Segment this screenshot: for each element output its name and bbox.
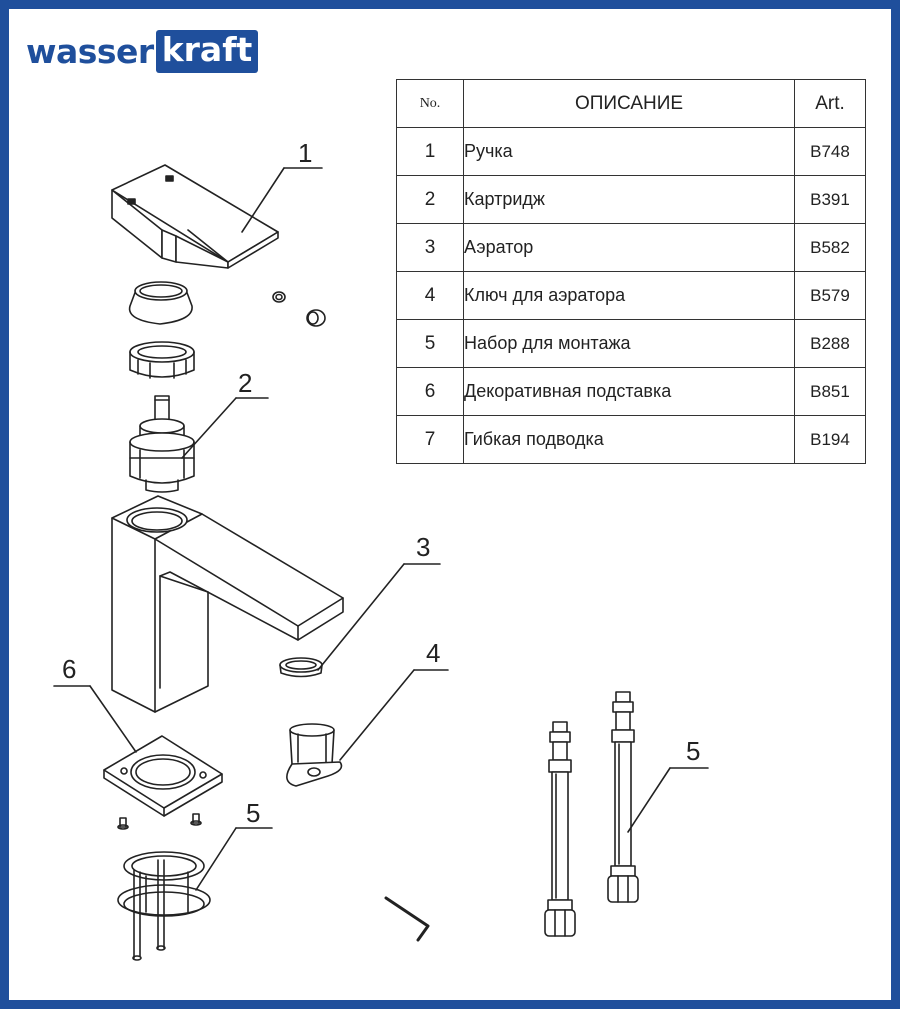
header-description: ОПИСАНИЕ bbox=[463, 79, 795, 128]
brand-logo-text: wasser bbox=[26, 31, 154, 71]
callout-3: 3 bbox=[317, 532, 441, 671]
row-article: B582 bbox=[794, 223, 866, 272]
row-article: B391 bbox=[794, 175, 866, 224]
row-description: Аэратор bbox=[463, 223, 795, 272]
row-number: 6 bbox=[396, 367, 464, 416]
handle-screws bbox=[272, 291, 326, 327]
mount-kit-part bbox=[117, 851, 211, 961]
plate-screws bbox=[117, 813, 202, 830]
aerator-key-part bbox=[286, 723, 343, 787]
row-number: 7 bbox=[396, 415, 464, 464]
cartridge-part bbox=[129, 395, 195, 493]
callout-label: 5 bbox=[686, 736, 700, 766]
callout-label: 3 bbox=[416, 532, 430, 562]
table-row: 1 Ручка B748 bbox=[396, 127, 866, 176]
row-description: Декоративная подставка bbox=[463, 367, 795, 416]
parts-table: No. ОПИСАНИЕ Art. 1 Ручка B748 2 Картрид… bbox=[396, 79, 866, 464]
callout-label: 5 bbox=[246, 798, 260, 828]
row-number: 4 bbox=[396, 271, 464, 320]
row-description: Ручка bbox=[463, 127, 795, 176]
hoses-part bbox=[544, 691, 639, 937]
callout-5-right: 5 bbox=[627, 736, 709, 833]
callout-label: 1 bbox=[298, 138, 312, 168]
base-plate-part bbox=[103, 735, 223, 817]
row-article: B194 bbox=[794, 415, 866, 464]
handle-part bbox=[111, 164, 279, 269]
dome-cover bbox=[128, 281, 193, 325]
allen-wrench bbox=[384, 896, 430, 942]
brand-logo: wasser kraft bbox=[26, 28, 259, 74]
row-description: Гибкая подводка bbox=[463, 415, 795, 464]
callout-1: 1 bbox=[241, 138, 323, 233]
row-article: B579 bbox=[794, 271, 866, 320]
brand-logo-badge: kraft bbox=[155, 29, 259, 73]
table-row: 3 Аэратор B582 bbox=[396, 223, 866, 272]
callout-6: 6 bbox=[53, 654, 137, 753]
faucet-body bbox=[111, 495, 344, 713]
callout-5-left: 5 bbox=[195, 798, 273, 891]
callout-2: 2 bbox=[181, 368, 269, 459]
callout-label: 6 bbox=[62, 654, 76, 684]
nut-ring bbox=[129, 341, 195, 379]
table-row: 4 Ключ для аэратора B579 bbox=[396, 271, 866, 320]
aerator-part bbox=[279, 657, 323, 678]
row-number: 3 bbox=[396, 223, 464, 272]
row-article: B748 bbox=[794, 127, 866, 176]
callout-4: 4 bbox=[339, 638, 449, 761]
header-article: Art. bbox=[794, 79, 866, 128]
row-article: B288 bbox=[794, 319, 866, 368]
callout-label: 2 bbox=[238, 368, 252, 398]
table-row: 7 Гибкая подводка B194 bbox=[396, 415, 866, 464]
callout-label: 4 bbox=[426, 638, 440, 668]
